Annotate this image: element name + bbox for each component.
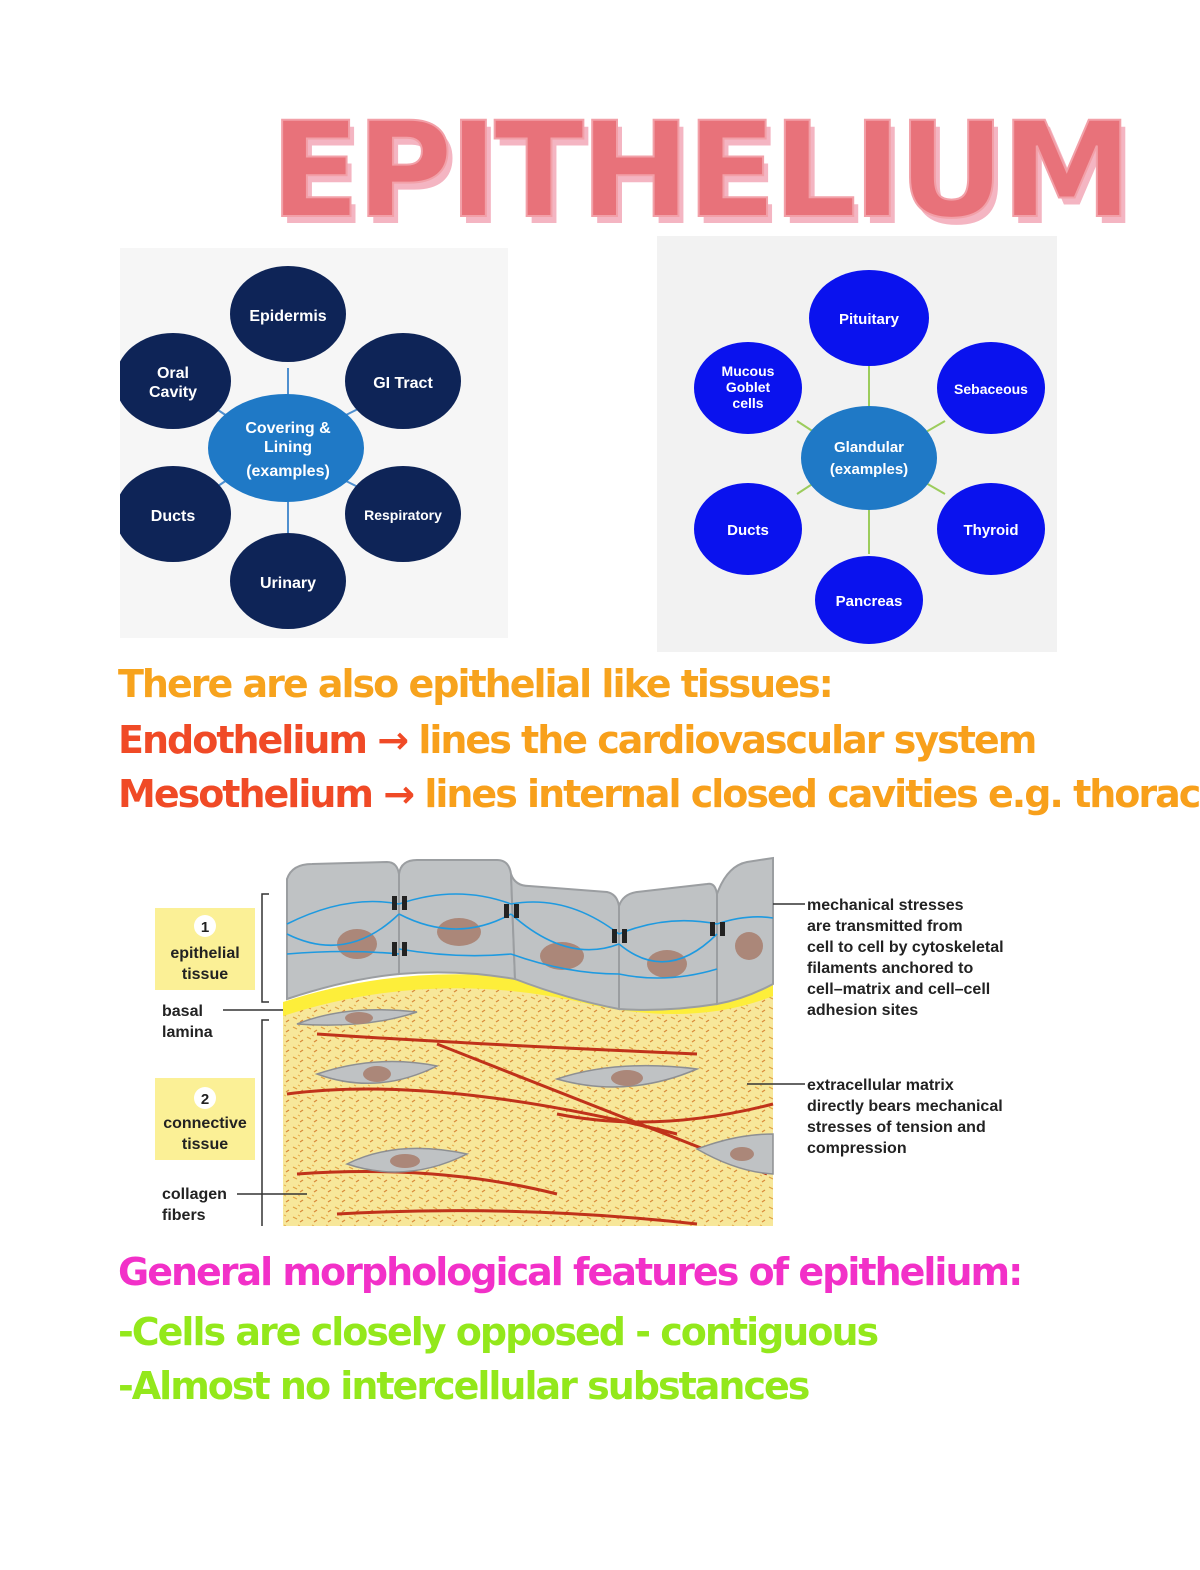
node-pancreas <box>815 556 923 644</box>
center-line-1: Covering & <box>245 420 331 437</box>
collagen-line1: collagen <box>162 1186 227 1203</box>
morphology-bullet-2: -Almost no intercellular substances <box>118 1364 810 1408</box>
annotation-bottom-line4: compression <box>807 1140 907 1157</box>
intro-note: There are also epithelial like tissues: <box>118 662 834 706</box>
collagen-line2: fibers <box>162 1207 206 1224</box>
mesothelium-note: Mesothelium → lines internal closed cavi… <box>118 772 1200 816</box>
annotation-top-line1: mechanical stresses <box>807 897 964 914</box>
label-cavity: Cavity <box>149 384 197 401</box>
annotation-top-line5: cell–matrix and cell–cell <box>807 981 990 998</box>
annotation-top-line2: are transmitted from <box>807 918 963 935</box>
annotation-top-line3: cell to cell by cytoskeletal <box>807 939 1004 956</box>
annotation-top-line6: adhesion sites <box>807 1002 918 1019</box>
mesothelium-term: Mesothelium <box>118 772 374 816</box>
node-epidermis <box>230 266 346 362</box>
node-mucous-goblet <box>694 342 802 434</box>
annotation-top-line4: filaments anchored to <box>807 960 973 977</box>
annotation-bottom-line3: stresses of tension and <box>807 1119 986 1136</box>
node-gi-tract <box>345 333 461 429</box>
node-ducts-glandular <box>694 483 802 575</box>
center-line-2: Lining <box>264 439 312 456</box>
node-ducts <box>120 466 231 562</box>
center-glandular-line-2: (examples) <box>830 461 908 478</box>
label-mucous: Mucous <box>722 363 775 379</box>
arrow-icon: → <box>377 718 409 762</box>
label-epidermis: Epidermis <box>249 308 326 325</box>
node-pituitary <box>809 270 929 366</box>
basal-lamina-line2: lamina <box>162 1024 213 1041</box>
label-cells: cells <box>732 395 763 411</box>
label2-line2: tissue <box>182 1136 228 1153</box>
label-pancreas: Pancreas <box>836 593 903 610</box>
node-urinary <box>230 533 346 629</box>
label-goblet: Goblet <box>726 379 771 395</box>
node-sebaceous <box>937 342 1045 434</box>
label-gi-tract: GI Tract <box>373 375 433 392</box>
label2-line1: connective <box>163 1115 247 1132</box>
annotation-bottom-line2: directly bears mechanical <box>807 1098 1003 1115</box>
node-respiratory <box>345 466 461 562</box>
label-sebaceous: Sebaceous <box>954 381 1028 397</box>
label-ducts: Ducts <box>151 508 196 525</box>
label1-line2: tissue <box>182 966 228 983</box>
center-covering-lining <box>208 394 364 502</box>
label2-number: 2 <box>201 1091 209 1108</box>
covering-lining-diagram: Epidermis GI Tract Respiratory Urinary D… <box>120 248 508 638</box>
endothelium-note: Endothelium → lines the cardiovascular s… <box>118 718 1037 762</box>
node-thyroid <box>937 483 1045 575</box>
label-pituitary: Pituitary <box>839 311 900 328</box>
center-glandular-line-1: Glandular <box>834 439 904 456</box>
mesothelium-definition: lines internal closed cavities e.g. thor… <box>424 772 1200 816</box>
node-oral-cavity <box>120 333 231 429</box>
label-oral: Oral <box>157 365 189 382</box>
label-thyroid: Thyroid <box>964 522 1019 539</box>
glandular-diagram: Pituitary Sebaceous Thyroid Pancreas Duc… <box>657 236 1057 652</box>
basal-lamina-line1: basal <box>162 1003 203 1020</box>
label-urinary: Urinary <box>260 575 316 592</box>
center-line-3: (examples) <box>246 463 330 480</box>
arrow-icon: → <box>383 772 415 816</box>
label1-line1: epithelial <box>170 945 239 962</box>
label1-number: 1 <box>201 919 209 936</box>
center-glandular <box>801 406 937 510</box>
label-ducts-glandular: Ducts <box>727 522 769 539</box>
endothelium-term: Endothelium <box>118 718 368 762</box>
endothelium-definition: lines the cardiovascular system <box>418 718 1037 762</box>
morphology-bullet-1: -Cells are closely opposed - contiguous <box>118 1310 879 1354</box>
page-title: EPITHELIUM <box>269 94 1133 248</box>
label-respiratory: Respiratory <box>364 507 442 523</box>
morphology-title: General morphological features of epithe… <box>118 1250 1023 1294</box>
annotation-bottom-line1: extracellular matrix <box>807 1077 954 1094</box>
tissue-figure: 1 epithelial tissue 2 connective tissue … <box>137 834 1033 1234</box>
